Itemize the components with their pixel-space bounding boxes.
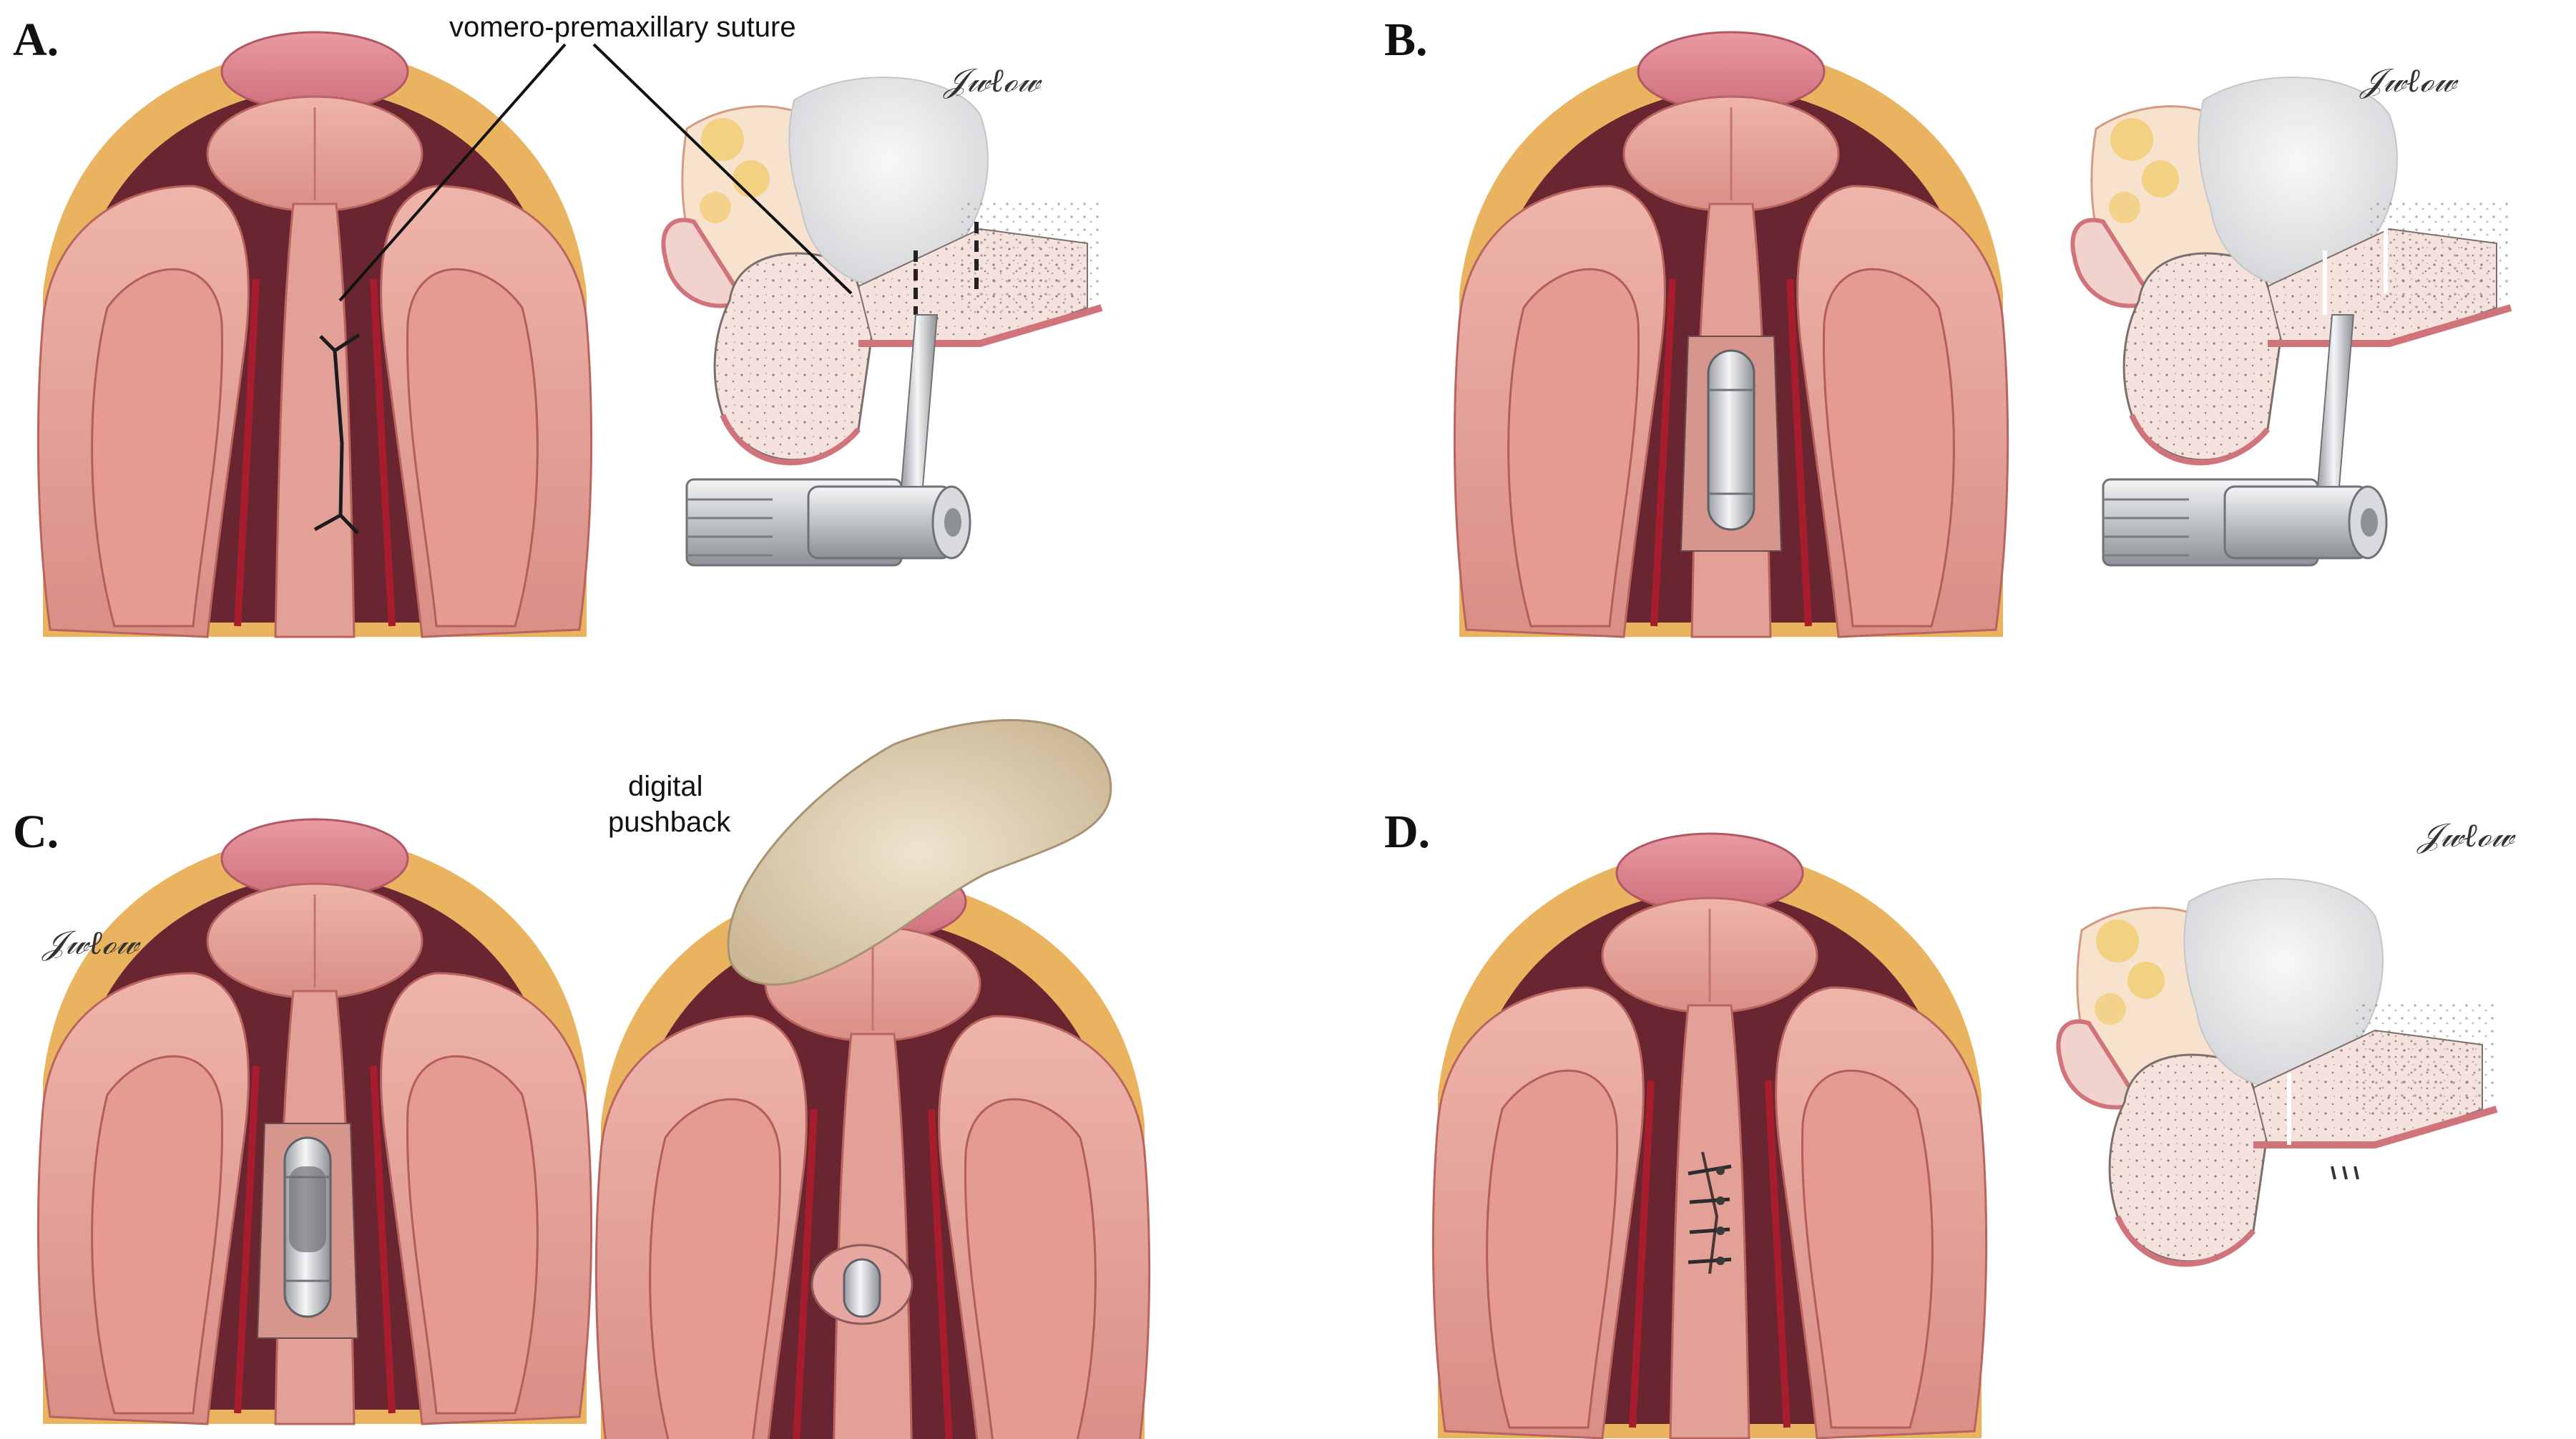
panel-label-d: D.: [1384, 806, 1431, 858]
panel-label-a: A.: [13, 14, 59, 66]
finger-icon: [727, 719, 1112, 986]
artist-signature-b: 𝒥𝓌ℓℴ𝓌: [2361, 61, 2457, 99]
panel-d-cross-section: [2058, 879, 2497, 1264]
suture-callout-line-2: [592, 43, 853, 295]
panel-a-cross-section: [663, 77, 1102, 462]
panel-c: [38, 719, 1149, 1439]
artist-signature-a: 𝒥𝓌ℓℴ𝓌: [944, 61, 1041, 99]
cross-section-sutures: [2331, 1166, 2359, 1180]
pushback-annotation-line1: digital: [628, 771, 703, 802]
artist-signature-c: 𝒥𝓌ℓℴ𝓌: [43, 923, 139, 962]
suture-closure: [1688, 1151, 1732, 1274]
pushback-annotation-line2: pushback: [608, 806, 731, 838]
panel-d-palate: [1433, 834, 1986, 1438]
panel-a: [38, 32, 1102, 637]
panel-b-cross-section: [2072, 77, 2511, 462]
panel-label-c: C.: [13, 806, 59, 858]
artist-signature-d: 𝒥𝓌ℓℴ𝓌: [2418, 816, 2514, 854]
panel-label-b: B.: [1384, 14, 1428, 66]
panel-c-palate-right: [596, 862, 1149, 1439]
panel-d: [1433, 834, 2497, 1438]
panel-a-palate: [38, 32, 591, 637]
panel-b: [1454, 32, 2511, 637]
suture-annotation: vomero-premaxillary suture: [449, 11, 796, 43]
panel-b-burr-in-cleft: [1680, 335, 1783, 552]
incision-marking: [313, 333, 361, 535]
pushback-burr: [810, 1244, 914, 1325]
drilled-bone-texture: [289, 1166, 326, 1252]
suture-callout-line-1: [338, 43, 567, 302]
